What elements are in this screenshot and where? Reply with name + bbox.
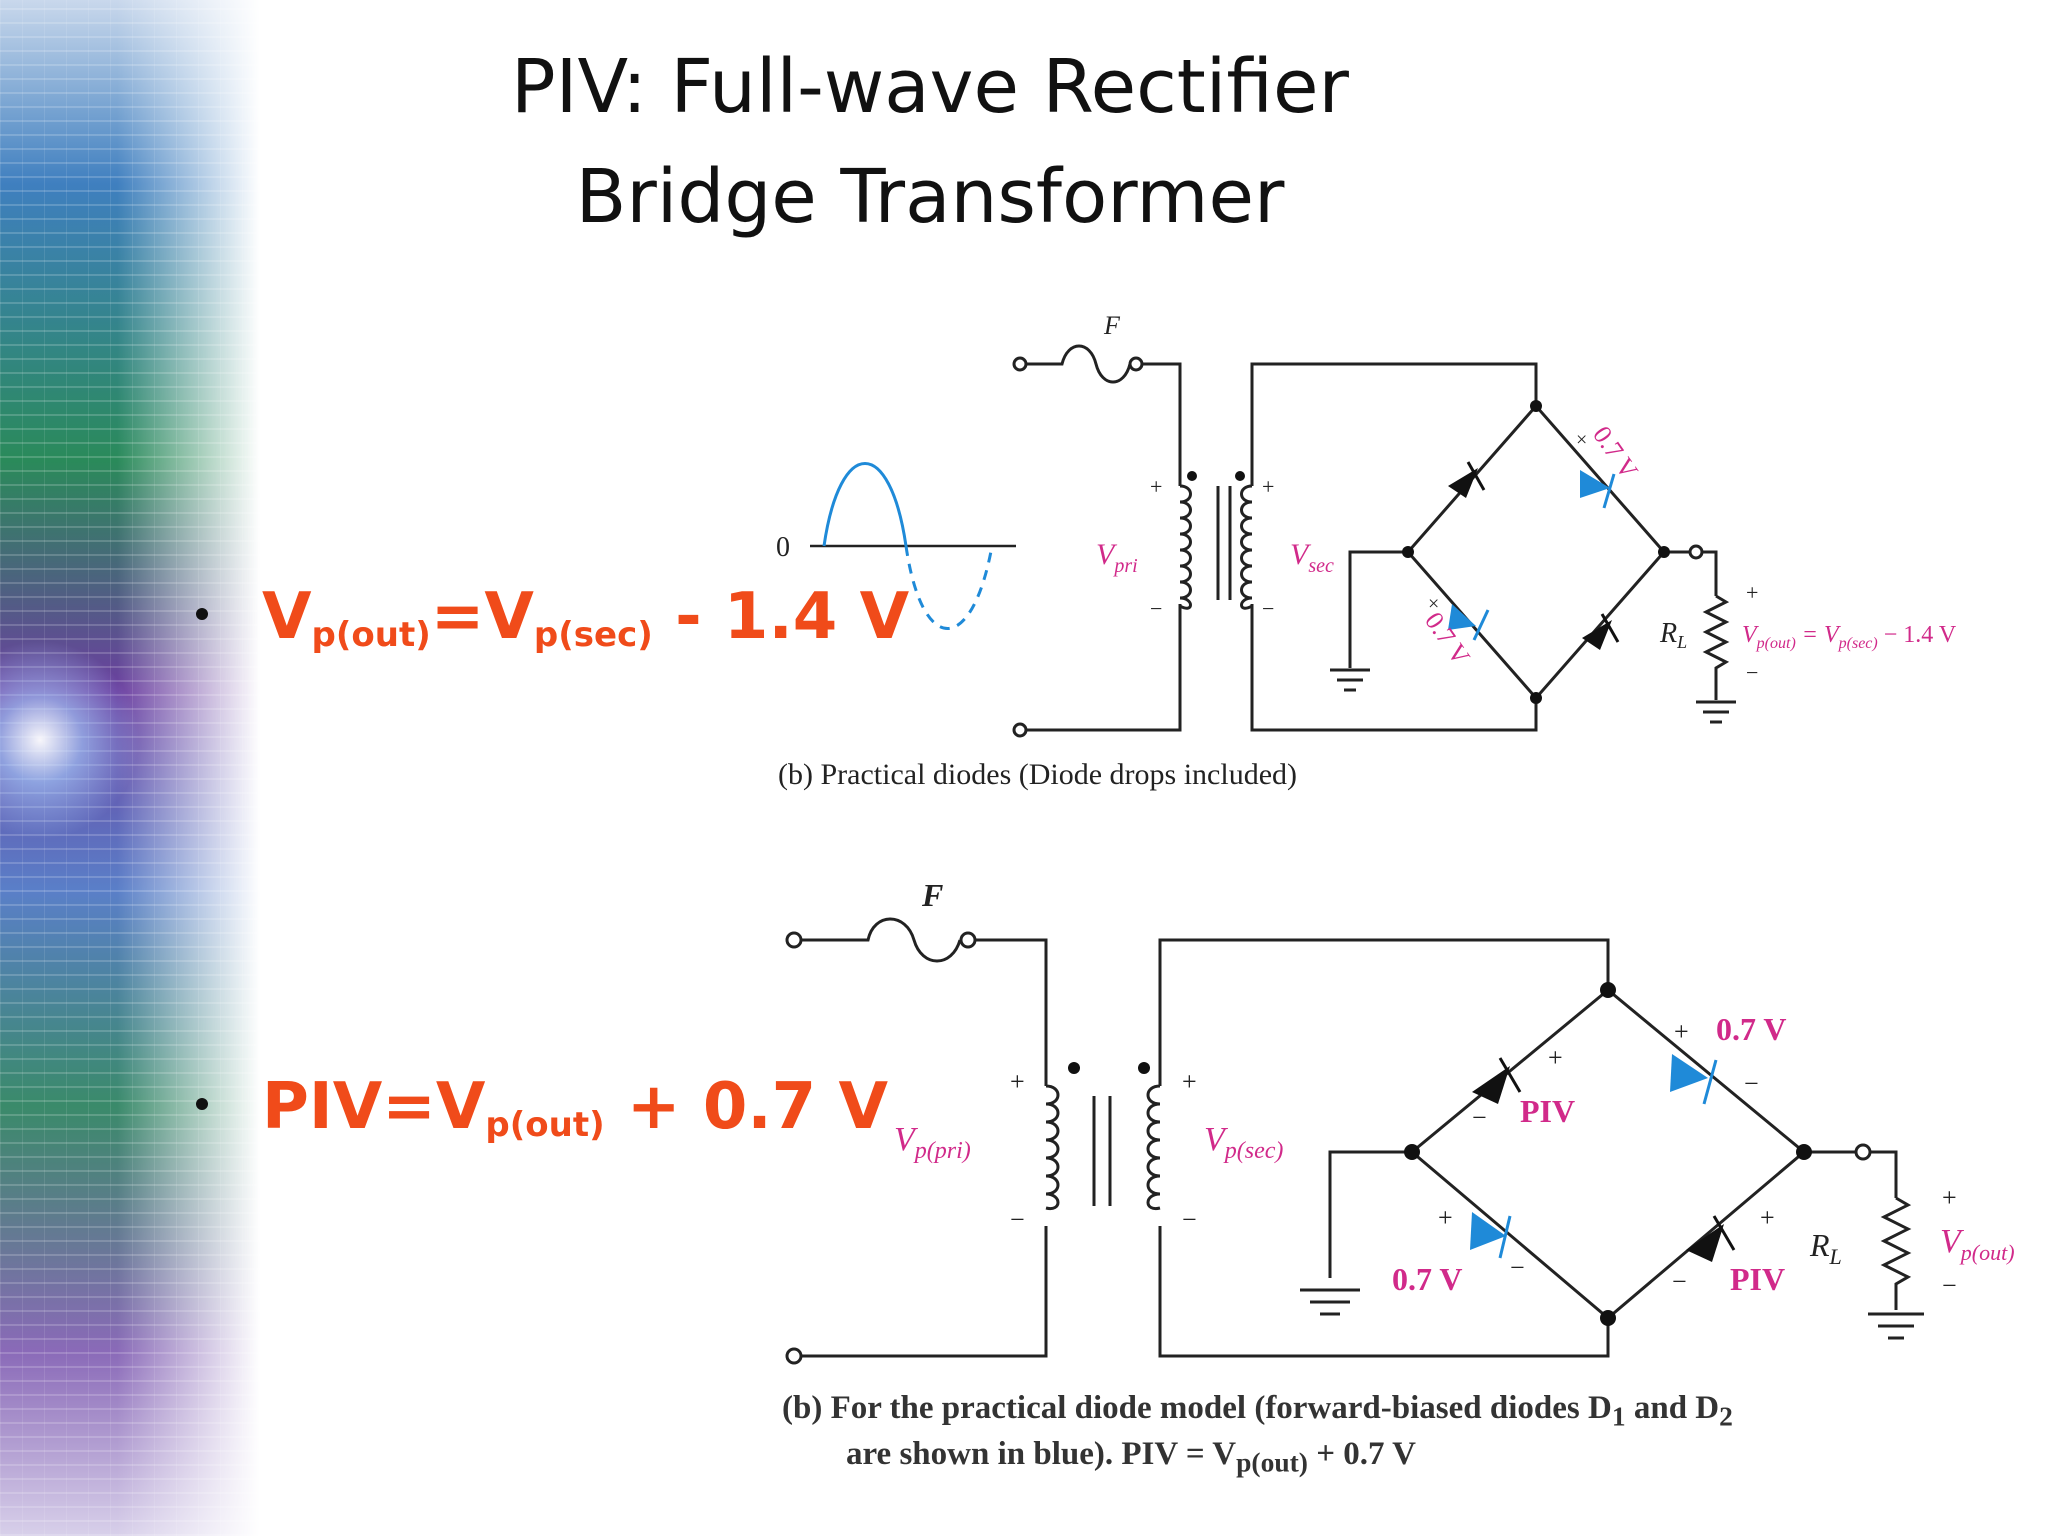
fig1-rl-label: RL xyxy=(1659,618,1687,652)
bullet-dot xyxy=(196,1098,208,1111)
fig2-sec-minus: − xyxy=(1182,1205,1197,1234)
fig2-pri-minus: − xyxy=(1010,1205,1025,1234)
slide-title-line-2: Bridge Transformer xyxy=(575,154,1285,240)
fig2-vout-label: Vp(out) xyxy=(1940,1223,2015,1265)
fig2-d-bottom-right-minus: − xyxy=(1672,1267,1687,1296)
fig1-vsec-label: Vsec xyxy=(1290,538,1334,577)
fig1-out-minus: − xyxy=(1746,660,1758,685)
bullet-piv-formula: PIV=Vp(out) + 0.7 V xyxy=(196,1070,888,1145)
fig2-fuse-label: F xyxy=(921,877,943,913)
fig2-pri-plus: + xyxy=(1010,1067,1025,1096)
fig1-cross-bottom: × xyxy=(1428,593,1439,615)
fig2-out-plus: + xyxy=(1942,1183,1957,1212)
fig2-out-minus: − xyxy=(1942,1271,1957,1300)
figure-2-caption-line-2: are shown in blue). PIV = Vp(out) + 0.7 … xyxy=(846,1436,1416,1478)
bullet-dot xyxy=(196,608,208,621)
slide-title-line-1: PIV: Full-wave Rectifier xyxy=(511,44,1349,130)
fig1-sec-minus: − xyxy=(1262,596,1274,621)
fig2-drop-bottom: 0.7 V xyxy=(1392,1261,1463,1297)
fig2-d-bottom-left-minus: − xyxy=(1510,1253,1525,1282)
fig2-vsec-label: Vp(sec) xyxy=(1204,1121,1283,1164)
fig2-drop-top: 0.7 V xyxy=(1716,1011,1787,1047)
fig1-pri-plus: + xyxy=(1150,474,1162,499)
fig2-d-top-right-minus: − xyxy=(1744,1069,1759,1098)
fig2-d-top-left-minus: − xyxy=(1472,1103,1487,1132)
figure-2-caption-line-1: (b) For the practical diode model (forwa… xyxy=(782,1390,1733,1432)
fig1-fuse-label: F xyxy=(1103,311,1121,340)
fig2-d-top-left-plus: + xyxy=(1548,1043,1563,1072)
figure-1-caption: (b) Practical diodes (Diode drops includ… xyxy=(778,758,1298,791)
fig2-d-top-right-plus: + xyxy=(1674,1017,1689,1046)
fig1-vout-equation: Vp(out) = Vp(sec) − 1.4 V xyxy=(1742,622,1957,652)
fig2-rl-label: RL xyxy=(1809,1227,1842,1269)
fig2-piv-bottom: PIV xyxy=(1730,1261,1785,1297)
circuit-board-decoration xyxy=(0,0,260,1536)
fig1-sec-plus: + xyxy=(1262,474,1274,499)
fig1-vpri-label: Vpri xyxy=(1096,538,1138,577)
fig1-out-plus: + xyxy=(1746,580,1758,605)
fig2-piv-top: PIV xyxy=(1520,1093,1575,1129)
fig2-d-bottom-left-plus: + xyxy=(1438,1203,1453,1232)
fig2-vpri-label: Vp(pri) xyxy=(894,1121,971,1164)
fig1-zero-label: 0 xyxy=(776,532,790,563)
bullet-vout-formula: Vp(out)=Vp(sec) - 1.4 V xyxy=(196,580,909,655)
fig2-d-bottom-right-plus: + xyxy=(1760,1203,1775,1232)
fig2-sec-plus: + xyxy=(1182,1067,1197,1096)
fig1-cross-top: × xyxy=(1576,429,1587,451)
fig1-pri-minus: − xyxy=(1150,596,1162,621)
